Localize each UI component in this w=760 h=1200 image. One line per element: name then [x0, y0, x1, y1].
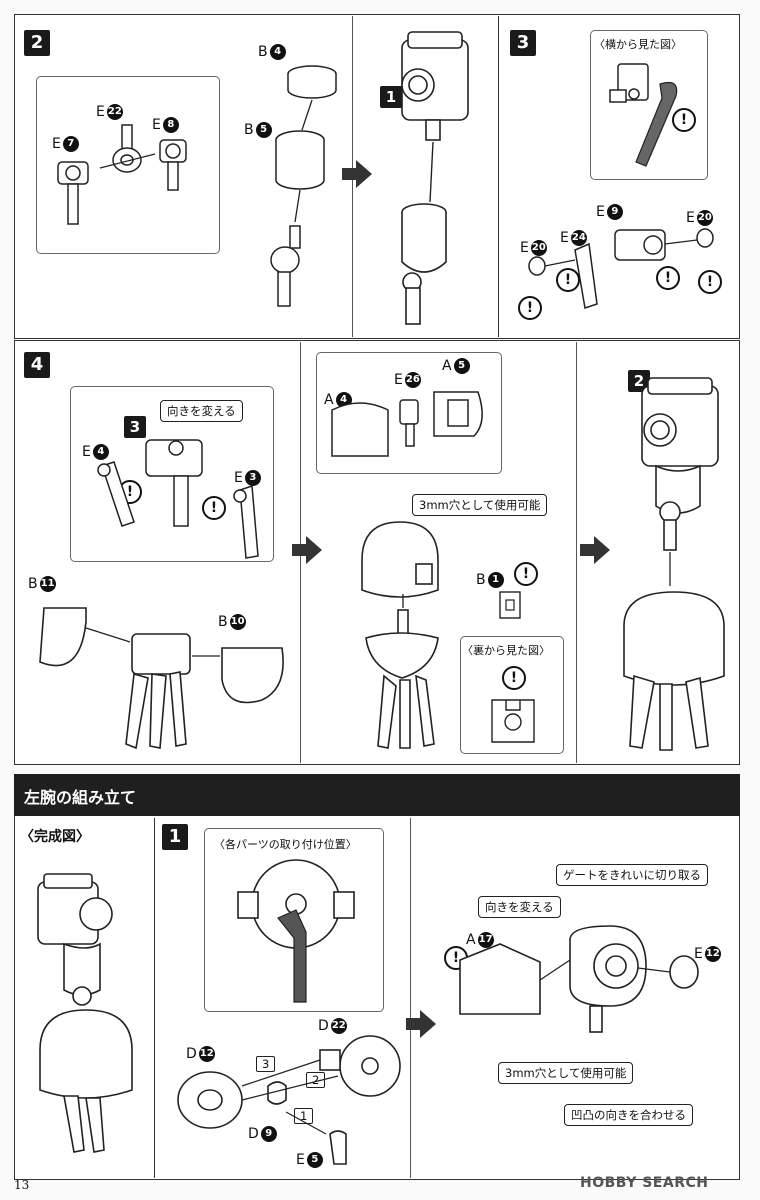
step-number-2: 2 [24, 30, 50, 56]
positions-drawing [237, 859, 355, 1003]
step4-cap-drawing [331, 391, 483, 457]
divider-bottom-b [410, 818, 411, 1178]
step3-warning-3: ! [656, 266, 680, 290]
order-3: 3 [256, 1056, 276, 1072]
b1-part-drawing [499, 591, 521, 619]
step4-hand-drawing [97, 439, 259, 559]
side-view-warning: ! [672, 108, 696, 132]
step-ref-1: 1 [380, 86, 402, 108]
back-view-title: 〈裏から見た図〉 [462, 644, 550, 657]
complete-left-arm-drawing [37, 873, 133, 1153]
hole-callout: 3mm穴として使用可能 [498, 1062, 634, 1084]
section-header-bar [14, 774, 740, 816]
left-arm-cap-drawing [459, 925, 699, 1033]
step4-sub-ref-3: 3 [124, 416, 146, 438]
side-view-drawing [609, 63, 678, 167]
step4-warning-2: ! [202, 496, 226, 520]
order-1: 1 [294, 1108, 314, 1124]
turn-callout: 向きを変える [478, 896, 561, 918]
step2-parts-drawing [57, 65, 337, 307]
step-number-3: 3 [510, 30, 536, 56]
step3-warning-4: ! [698, 270, 722, 294]
step-arrow-3 [580, 536, 610, 564]
section-title: 左腕の組み立て [24, 788, 137, 807]
step4-hole-callout: 3mm穴として使用可能 [412, 494, 548, 516]
left-arm-parts-drawing [177, 1035, 401, 1165]
shoulder-upperarm-drawing [401, 31, 469, 325]
divider-top-b [498, 16, 499, 337]
page-number: 13 [14, 1178, 30, 1192]
left-arm-step-1: 1 [162, 824, 188, 850]
side-view-title: 〈横から見た図〉 [594, 38, 682, 51]
back-view-warning: ! [502, 666, 526, 690]
full-arm-drawing [623, 377, 725, 751]
align-callout: 凹凸の向きを合わせる [564, 1104, 693, 1126]
step-number-4: 4 [24, 352, 50, 378]
gate-callout: ゲートをきれいに切り取る [556, 864, 708, 886]
step3-warning-1: ! [518, 296, 542, 320]
order-2: 2 [306, 1072, 326, 1088]
watermark-logo: HOBBY SEARCH [580, 1175, 709, 1191]
forearm-assembly-drawing [361, 521, 439, 749]
step3-warning-2: ! [556, 268, 580, 292]
divider-mid-b [576, 342, 577, 763]
step-arrow-1 [342, 160, 372, 188]
divider-bottom-a [154, 818, 155, 1178]
positions-title: 〈各パーツの取り付け位置〉 [214, 838, 357, 851]
step4-warning-3: ! [514, 562, 538, 586]
step4-turn-callout: 向きを変える [160, 400, 243, 422]
back-view-drawing [491, 699, 535, 743]
step-arrow-2 [292, 536, 322, 564]
hand-assembly-drawing [39, 607, 284, 750]
step3-parts-drawing [528, 228, 714, 309]
complete-view-title: 〈完成図〉 [20, 829, 90, 845]
step-arrow-4 [406, 1010, 436, 1038]
step-ref-2: 2 [628, 370, 650, 392]
